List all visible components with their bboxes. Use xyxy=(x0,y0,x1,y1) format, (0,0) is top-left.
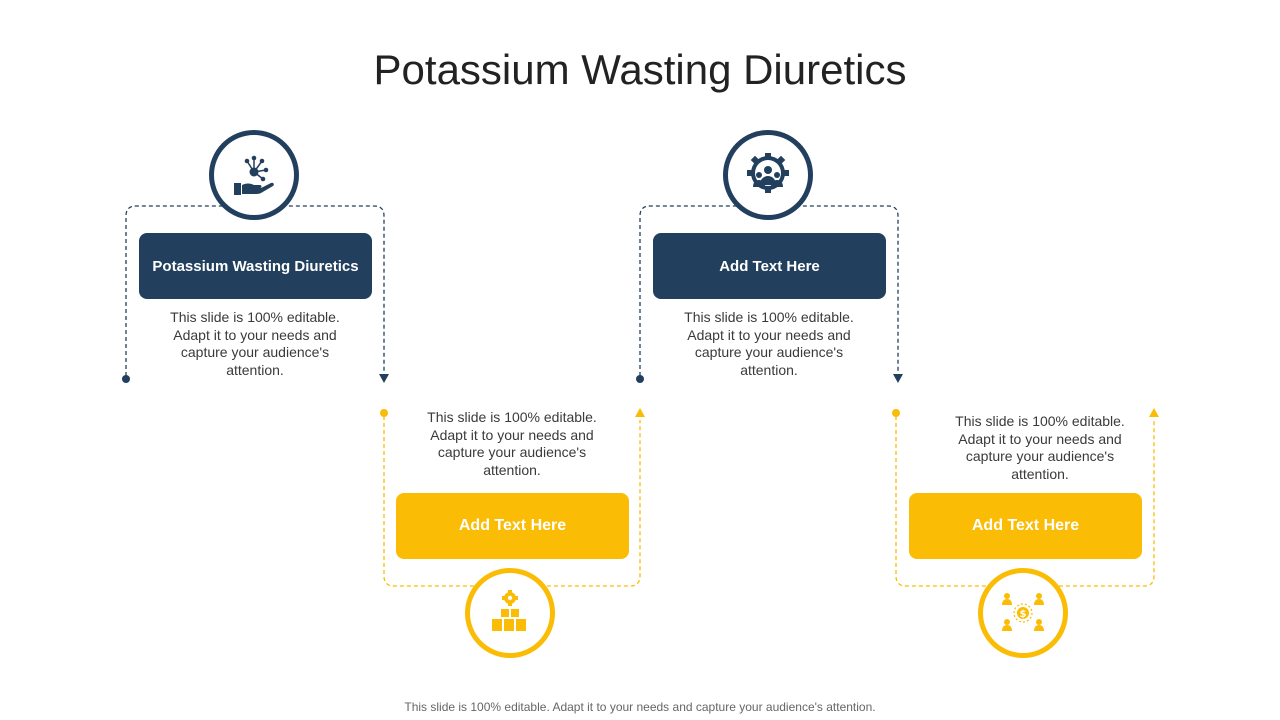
step-4-icon-circle: $ xyxy=(978,568,1068,658)
step-2-description: This slide is 100% editable. Adapt it to… xyxy=(427,409,597,478)
step-1-icon-circle xyxy=(209,130,299,220)
connector-arrow-step-3 xyxy=(893,374,903,383)
connector-dot-step-2 xyxy=(380,409,388,417)
step-2-label[interactable]: Add Text Here xyxy=(396,493,629,559)
connector-arrow-step-4 xyxy=(1149,408,1159,417)
boxes-gear-icon xyxy=(492,590,526,631)
step-3-description: This slide is 100% editable. Adapt it to… xyxy=(684,309,854,378)
connector-arrow-step-2 xyxy=(635,408,645,417)
connector-arrow-step-1 xyxy=(379,374,389,383)
money-people-network-icon: $ xyxy=(1002,593,1044,631)
step-3-icon-circle xyxy=(723,130,813,220)
footer-note: This slide is 100% editable. Adapt it to… xyxy=(404,700,876,714)
hand-holding-analytics-icon xyxy=(234,155,274,195)
step-1-description: This slide is 100% editable. Adapt it to… xyxy=(170,309,340,378)
connector-dot-step-3 xyxy=(636,375,644,383)
page-title: Potassium Wasting Diuretics xyxy=(373,46,907,94)
step-1-label[interactable]: Potassium Wasting Diuretics xyxy=(139,233,372,299)
step-4-label[interactable]: Add Text Here xyxy=(909,493,1142,559)
connector-dot-step-1 xyxy=(122,375,130,383)
team-gear-icon xyxy=(747,153,789,193)
step-2-icon-circle xyxy=(465,568,555,658)
connector-dot-step-4 xyxy=(892,409,900,417)
svg-text:$: $ xyxy=(1020,609,1027,620)
step-3-label[interactable]: Add Text Here xyxy=(653,233,886,299)
step-4-description: This slide is 100% editable. Adapt it to… xyxy=(955,413,1125,482)
